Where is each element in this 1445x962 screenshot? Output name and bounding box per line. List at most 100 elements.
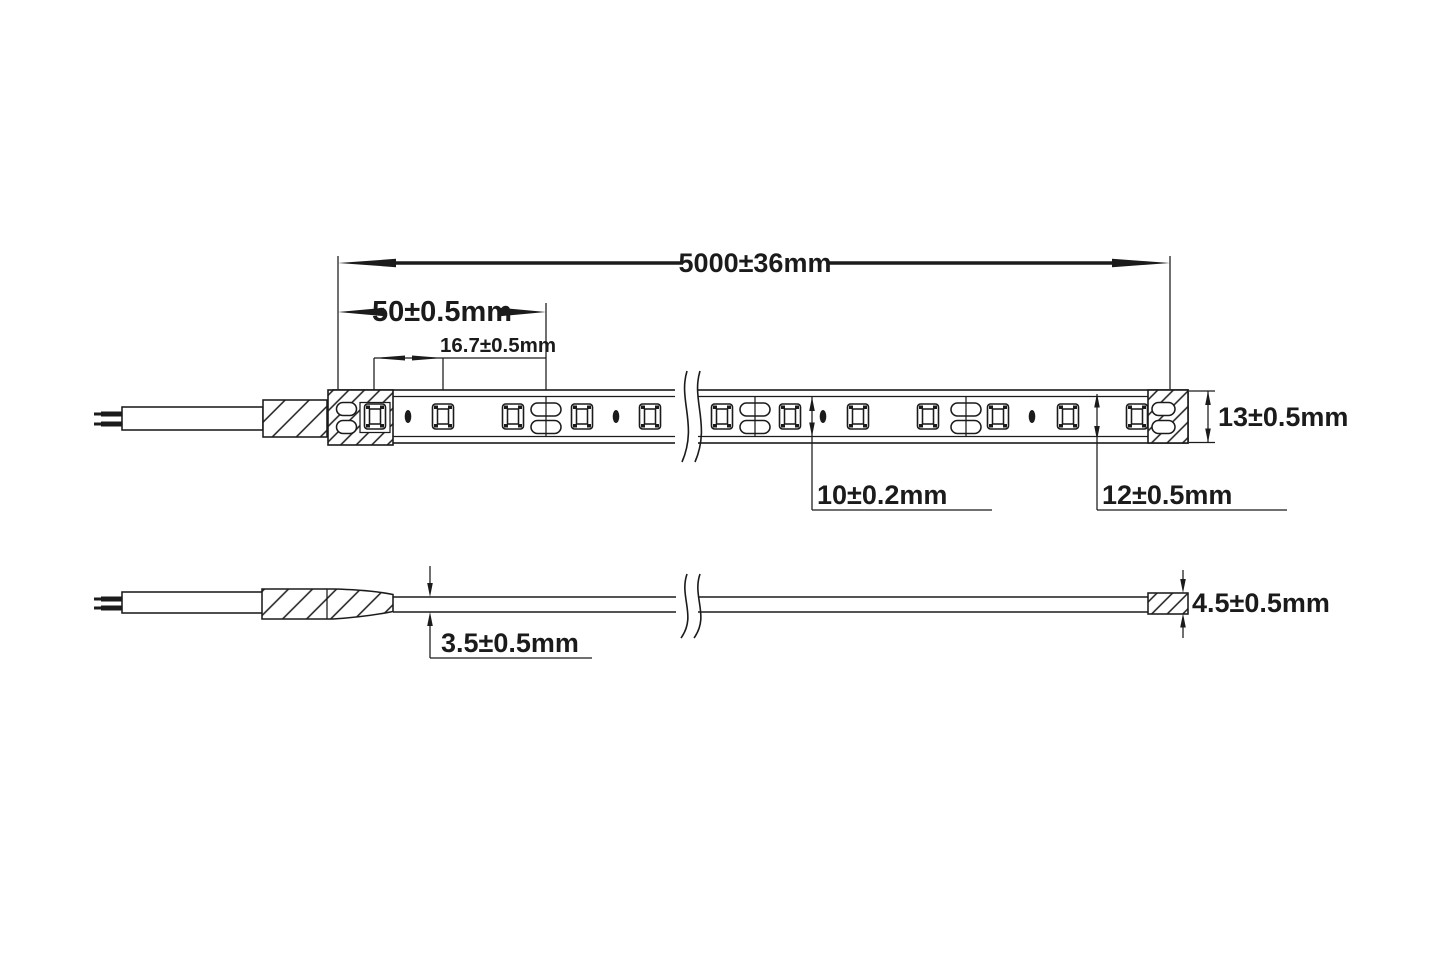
led-pad <box>380 405 384 409</box>
wire-lead <box>94 606 101 610</box>
led-emitter <box>368 408 382 425</box>
arrowhead-down-icon <box>809 422 815 437</box>
led-pad <box>641 424 645 428</box>
led-pad <box>518 424 522 428</box>
arrowhead-down-icon <box>427 583 433 597</box>
led-pad <box>933 424 937 428</box>
arrowhead-right-icon <box>1112 258 1170 268</box>
led-pad <box>448 405 452 409</box>
dimension-strip-height: 13±0.5mm <box>1189 390 1348 444</box>
end-cap-hatch <box>1148 390 1188 443</box>
cut-point <box>739 396 771 437</box>
break-symbol-side <box>676 573 702 639</box>
led-pad <box>641 405 645 409</box>
power-cable-side <box>94 591 264 614</box>
label-pcb-width: 10±0.2mm <box>817 480 947 510</box>
break-curve <box>693 573 702 639</box>
arrowhead-left-icon <box>374 355 405 361</box>
resistors-layer <box>404 410 1036 423</box>
dimension-sleeve-width: 12±0.5mm <box>1094 393 1287 511</box>
led-pad <box>727 424 731 428</box>
led-pad <box>655 424 659 428</box>
resistor <box>1028 410 1036 423</box>
led-pad <box>1059 424 1063 428</box>
led-pad <box>1073 424 1077 428</box>
cable-jacket <box>121 406 264 431</box>
led-pad <box>504 405 508 409</box>
heat-shrink-hatch <box>263 400 327 437</box>
led-pad <box>434 405 438 409</box>
leds-layer <box>363 403 1149 430</box>
arrowhead-up-icon <box>1180 613 1186 628</box>
led-pad <box>1128 405 1132 409</box>
dimension-led-pitch: 16.7±0.5mm <box>373 334 556 405</box>
led-emitter <box>921 408 935 425</box>
power-cable-top <box>94 399 328 438</box>
led-pad <box>1128 424 1132 428</box>
led-pad <box>366 405 370 409</box>
dimension-end-cap-height: 4.5±0.5mm <box>1180 570 1330 638</box>
break-curve <box>694 370 703 463</box>
arrowhead-up-icon <box>1205 391 1211 405</box>
solder-pad <box>335 419 358 435</box>
cable-jacket <box>121 591 264 614</box>
led-chip <box>638 403 662 430</box>
led-emitter <box>506 408 520 425</box>
led-emitter <box>643 408 657 425</box>
led-emitter <box>783 408 797 425</box>
led-emitter <box>1130 408 1144 425</box>
cut-points-layer <box>530 396 982 437</box>
led-pad <box>989 405 993 409</box>
arrowhead-left-icon <box>338 307 384 317</box>
led-chip <box>501 403 525 430</box>
led-pad <box>573 424 577 428</box>
arrowhead-up-icon <box>809 397 815 411</box>
break-mask <box>675 387 698 446</box>
led-pad <box>1059 405 1063 409</box>
led-emitter <box>1061 408 1075 425</box>
led-pad <box>655 405 659 409</box>
led-pad <box>863 405 867 409</box>
led-pad <box>1142 405 1146 409</box>
led-chip <box>363 403 387 430</box>
led-pad <box>366 424 370 428</box>
led-pad <box>919 405 923 409</box>
led-pad <box>1073 405 1077 409</box>
label-total-length: 5000±36mm <box>679 248 832 278</box>
dimension-pcb-width: 10±0.2mm <box>809 397 992 511</box>
cut-point <box>950 396 982 437</box>
led-pad <box>587 405 591 409</box>
led-chip <box>710 403 734 430</box>
led-pad <box>434 424 438 428</box>
label-sleeve-width: 12±0.5mm <box>1102 480 1232 510</box>
end-cap-right <box>1147 389 1189 444</box>
led-pad <box>849 424 853 428</box>
break-curve <box>680 573 689 639</box>
arrowhead-up-icon <box>427 612 433 626</box>
led-pad <box>504 424 508 428</box>
led-pad <box>933 405 937 409</box>
led-pad <box>795 405 799 409</box>
dimension-strip-thickness: 3.5±0.5mm <box>427 566 592 659</box>
led-emitter <box>991 408 1005 425</box>
led-pad <box>448 424 452 428</box>
wire-lead <box>94 412 101 416</box>
led-chip <box>1125 403 1149 430</box>
led-pad <box>781 424 785 428</box>
top-view: 5000±36mm 50±0.5mm 16.7±0.5mm <box>94 248 1348 511</box>
arrowhead-up-icon <box>1094 393 1100 408</box>
led-emitter <box>436 408 450 425</box>
cut-point <box>530 396 562 437</box>
led-emitter <box>575 408 589 425</box>
arrowhead-down-icon <box>1094 426 1100 440</box>
break-symbol-top <box>675 370 703 463</box>
led-chip <box>778 403 802 430</box>
dimension-cut-length: 50±0.5mm <box>338 296 547 438</box>
solder-pad <box>1151 419 1176 435</box>
wire-lead <box>94 597 101 601</box>
wire-conductor <box>101 596 122 602</box>
led-pad <box>518 405 522 409</box>
wire-conductor <box>101 411 122 417</box>
side-view: 3.5±0.5mm 4.5±0.5mm <box>94 566 1330 659</box>
